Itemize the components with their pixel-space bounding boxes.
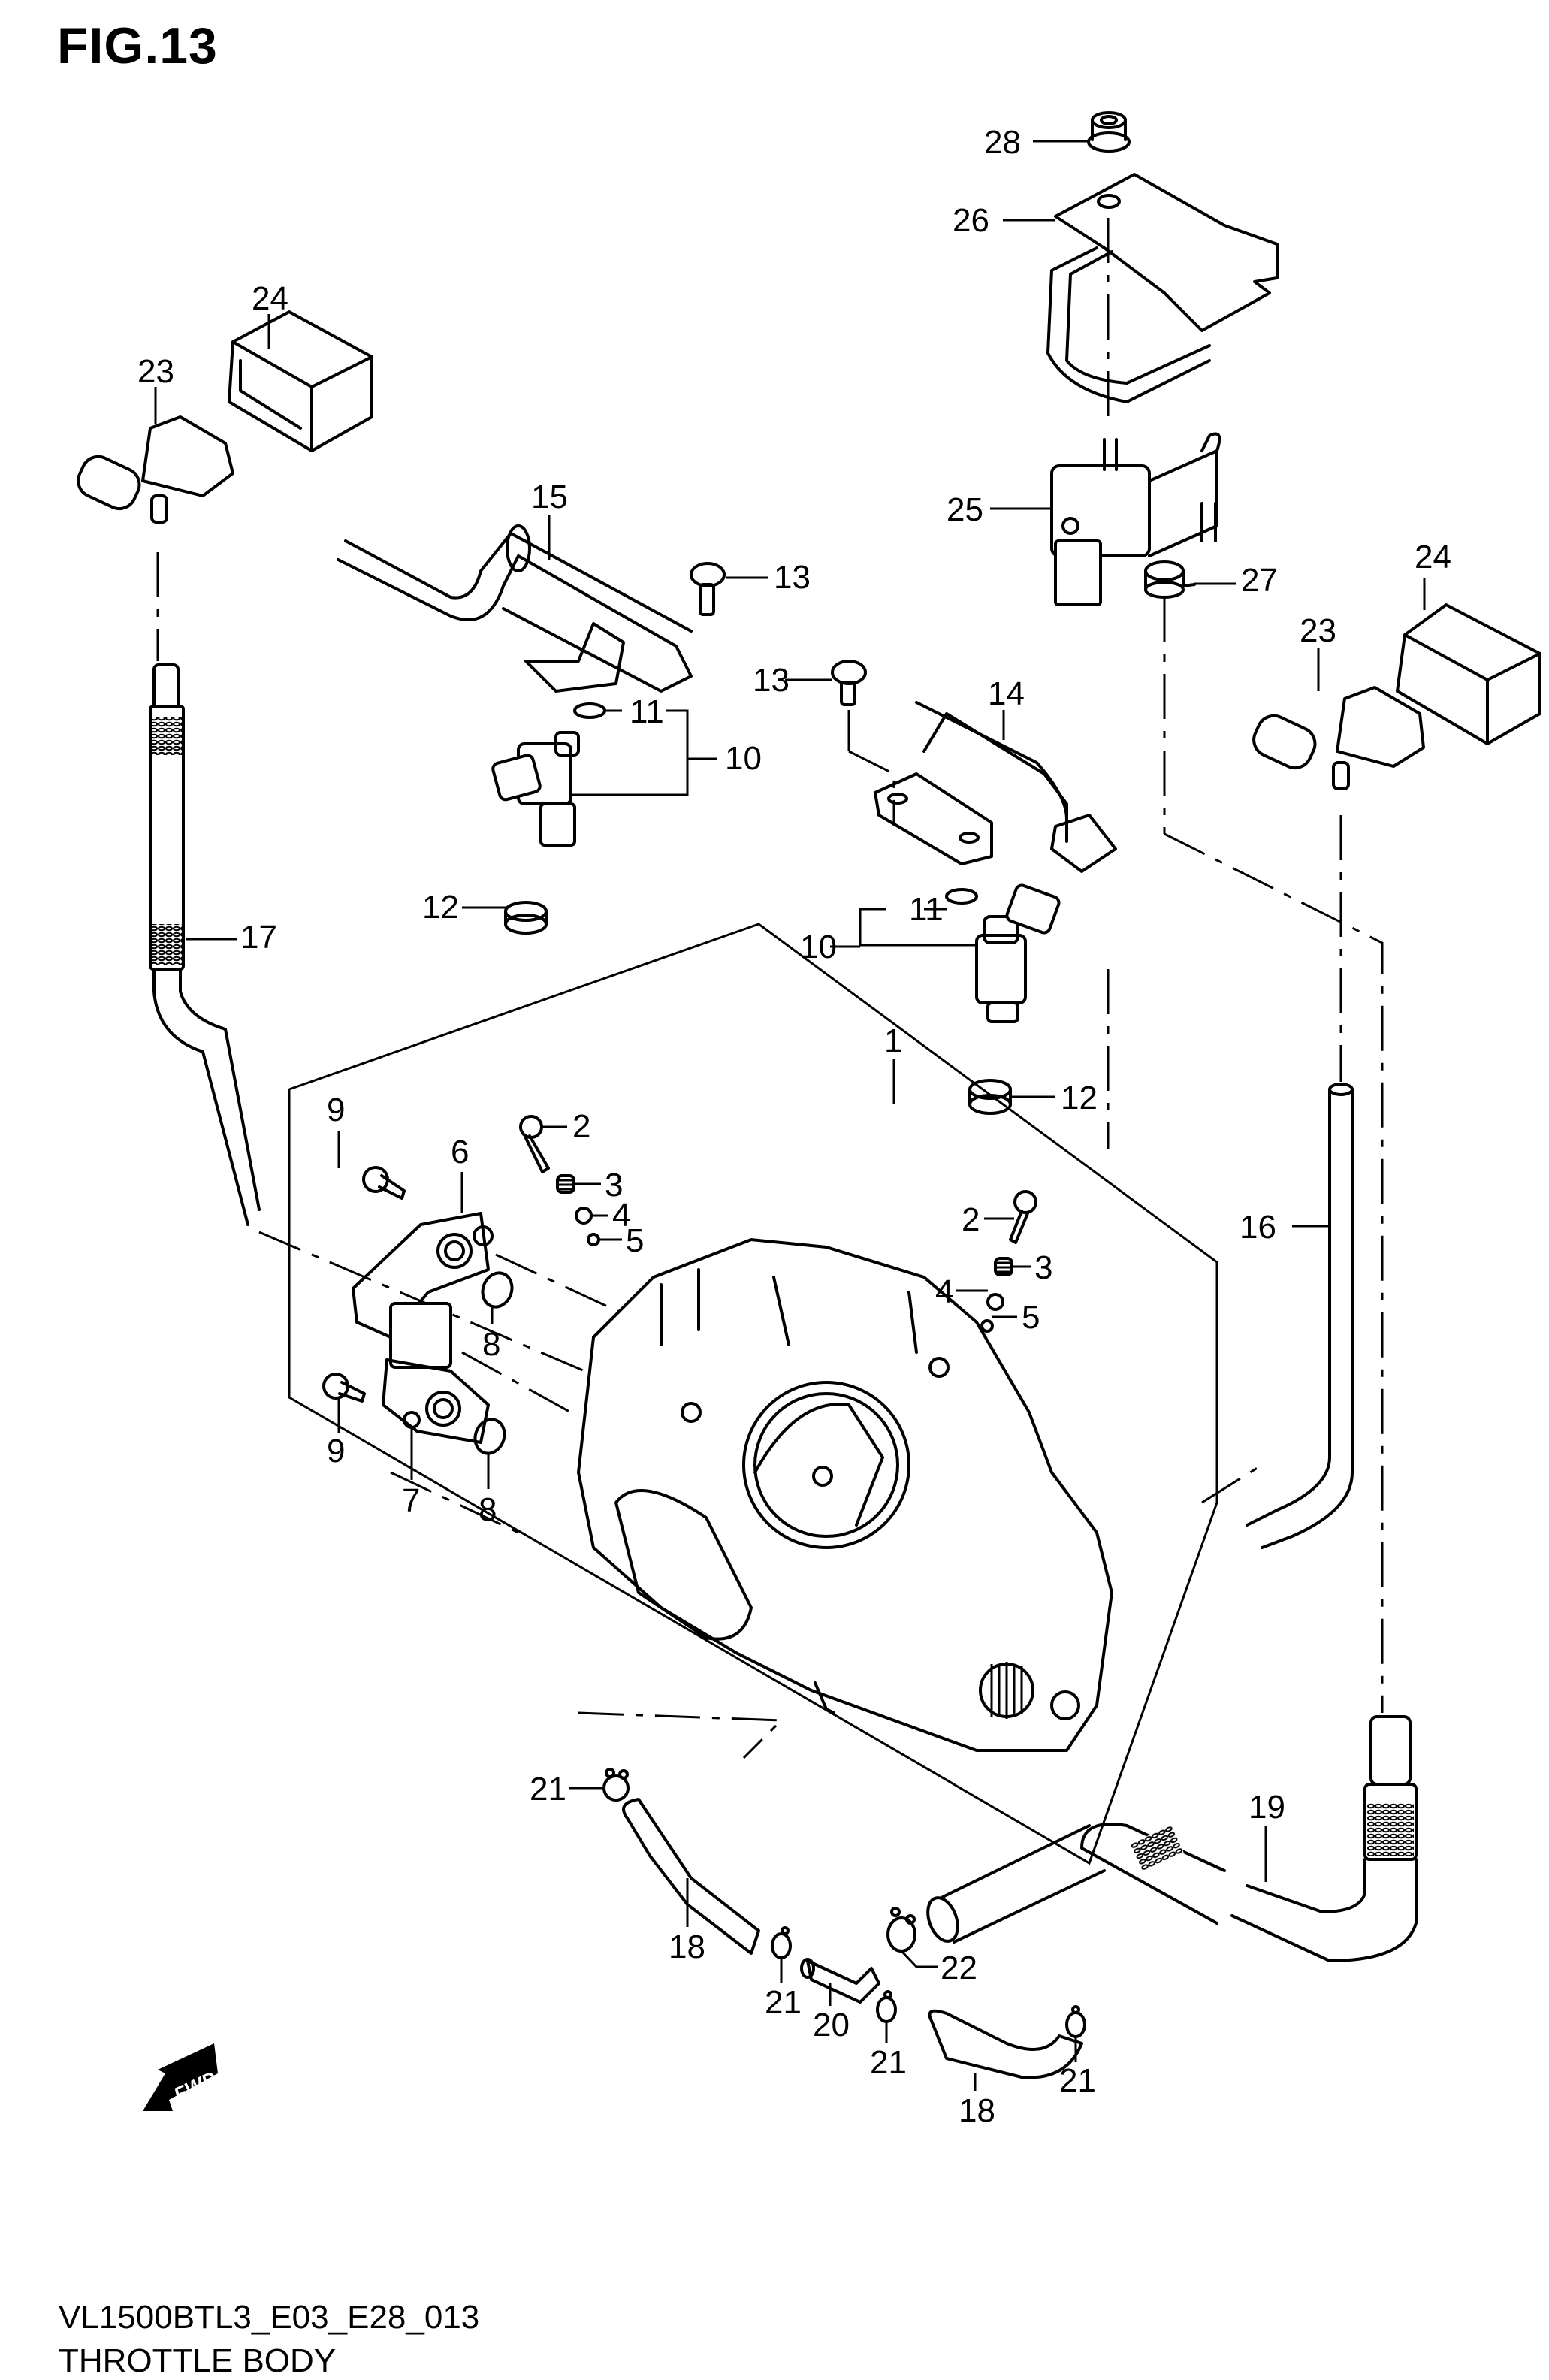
part-pressure-sensor-left[interactable] — [73, 415, 234, 524]
callout-9-lower[interactable]: 9 — [327, 1433, 345, 1469]
callout-6[interactable]: 6 — [451, 1134, 469, 1170]
callout-21-d[interactable]: 21 — [1059, 2062, 1096, 2099]
forward-direction-arrow-icon: FWD — [143, 2043, 220, 2111]
part-cushion-12b[interactable] — [968, 1079, 1012, 1115]
part-cushion-12a[interactable] — [504, 901, 548, 935]
callout-13-lower[interactable]: 13 — [753, 662, 790, 699]
part-oring-8a[interactable] — [478, 1269, 516, 1311]
callout-4-right[interactable]: 4 — [935, 1273, 953, 1310]
callout-3-left[interactable]: 3 — [605, 1167, 623, 1204]
callout-24-right[interactable]: 24 — [1415, 539, 1451, 575]
part-washer-4a[interactable] — [575, 1207, 593, 1225]
part-fuel-delivery-pipe-14[interactable] — [874, 701, 1117, 873]
figure-title: FIG.13 — [57, 17, 218, 74]
part-clamp-27[interactable] — [1144, 560, 1196, 599]
callout-7[interactable]: 7 — [402, 1482, 420, 1519]
part-throttle-body-1[interactable] — [576, 1237, 1114, 1752]
part-fuel-delivery-pipe-15[interactable] — [337, 524, 693, 693]
callout-13-upper[interactable]: 13 — [774, 559, 811, 596]
callout-24-left[interactable]: 24 — [252, 280, 288, 317]
callout-5-left[interactable]: 5 — [626, 1222, 644, 1259]
callout-26[interactable]: 26 — [953, 202, 989, 239]
callout-2-right[interactable]: 2 — [962, 1201, 980, 1238]
callout-22[interactable]: 22 — [941, 1950, 977, 1986]
callout-11-right[interactable]: 11 — [909, 891, 944, 928]
part-spring-3b[interactable] — [994, 1257, 1013, 1276]
part-fuel-injector-10b[interactable] — [975, 883, 1061, 1023]
callout-15[interactable]: 15 — [531, 479, 568, 515]
part-hose-18b[interactable] — [928, 2009, 1083, 2079]
part-clamp-21c[interactable] — [876, 1990, 897, 2023]
callout-17[interactable]: 17 — [240, 919, 277, 956]
callout-8-lower[interactable]: 8 — [479, 1491, 497, 1528]
part-oring-5a[interactable] — [587, 1233, 600, 1246]
part-solenoid-valve[interactable] — [1050, 432, 1221, 606]
callout-5-right[interactable]: 5 — [1022, 1299, 1040, 1336]
part-joint-20[interactable] — [800, 1958, 880, 2004]
part-screw-13a[interactable] — [690, 562, 726, 616]
part-sensor-cover-left[interactable] — [228, 310, 373, 452]
part-hose-17[interactable] — [149, 663, 261, 1226]
callout-19[interactable]: 19 — [1249, 1789, 1285, 1826]
part-hose-19[interactable] — [922, 1715, 1418, 1962]
part-fuel-injector-10a[interactable] — [491, 731, 580, 847]
part-spring-3a[interactable] — [556, 1174, 575, 1194]
callout-28[interactable]: 28 — [984, 124, 1021, 161]
part-washer-4b[interactable] — [986, 1293, 1004, 1311]
part-clamp-21d[interactable] — [1065, 2005, 1086, 2038]
part-screw-9b[interactable] — [322, 1373, 366, 1403]
part-hose-16[interactable] — [1246, 1083, 1354, 1549]
part-hose-18a[interactable] — [622, 1798, 760, 1955]
callout-12-right[interactable]: 12 — [1061, 1080, 1098, 1116]
part-screw-2b[interactable] — [1009, 1190, 1037, 1244]
callout-18-a[interactable]: 18 — [669, 1928, 705, 1965]
part-screw-13b[interactable] — [831, 660, 867, 706]
part-pressure-sensor-right[interactable] — [1249, 686, 1425, 790]
callout-16[interactable]: 16 — [1240, 1209, 1276, 1246]
callout-3-right[interactable]: 3 — [1034, 1249, 1052, 1286]
callout-20[interactable]: 20 — [813, 2007, 850, 2043]
callout-1[interactable]: 1 — [884, 1022, 902, 1059]
callout-10-left[interactable]: 10 — [725, 740, 762, 777]
callout-9-upper[interactable]: 9 — [327, 1092, 345, 1128]
part-oring-11a[interactable] — [573, 702, 606, 719]
callout-11-left[interactable]: 11 — [630, 693, 664, 730]
section-name: THROTTLE BODY — [59, 2342, 337, 2379]
part-screw-2a[interactable] — [519, 1115, 550, 1173]
leader-lines — [154, 140, 1426, 2091]
callout-25[interactable]: 25 — [947, 491, 983, 528]
part-clamp-22[interactable] — [886, 1907, 916, 1953]
callout-14[interactable]: 14 — [988, 675, 1025, 712]
part-nut[interactable] — [1087, 111, 1131, 153]
part-sensor-cover-right[interactable] — [1396, 603, 1541, 745]
callout-23-right[interactable]: 23 — [1300, 612, 1336, 649]
callout-2-left[interactable]: 2 — [572, 1108, 590, 1145]
callout-27[interactable]: 27 — [1241, 562, 1278, 599]
callout-18-b[interactable]: 18 — [959, 2092, 995, 2129]
part-screw-9a[interactable] — [362, 1166, 406, 1200]
part-oring-8b[interactable] — [470, 1415, 509, 1457]
part-oring-11b[interactable] — [945, 888, 978, 905]
part-oring-5b[interactable] — [980, 1319, 994, 1333]
callout-21-a[interactable]: 21 — [530, 1771, 566, 1808]
model-code: VL1500BTL3_E03_E28_013 — [59, 2299, 480, 2336]
part-clamp-21a[interactable] — [602, 1768, 630, 1802]
callout-23-left[interactable]: 23 — [137, 353, 174, 390]
callout-8-upper[interactable]: 8 — [482, 1326, 500, 1363]
part-bracket[interactable] — [1046, 173, 1279, 403]
callout-21-c[interactable]: 21 — [870, 2044, 907, 2081]
callout-12-left[interactable]: 12 — [422, 889, 459, 926]
part-throttle-position-sensor-6[interactable] — [352, 1212, 494, 1339]
callout-10-right[interactable]: 10 — [800, 929, 837, 965]
callout-21-b[interactable]: 21 — [765, 1984, 802, 2021]
part-clamp-21b[interactable] — [771, 1926, 792, 1959]
callout-labels: 28 26 24 23 15 13 25 27 24 23 13 14 11 1… — [137, 124, 1451, 2129]
callout-4-left[interactable]: 4 — [612, 1197, 630, 1234]
part-sensor-7[interactable] — [382, 1302, 490, 1444]
throttle-body-group-outline — [288, 923, 1218, 1865]
